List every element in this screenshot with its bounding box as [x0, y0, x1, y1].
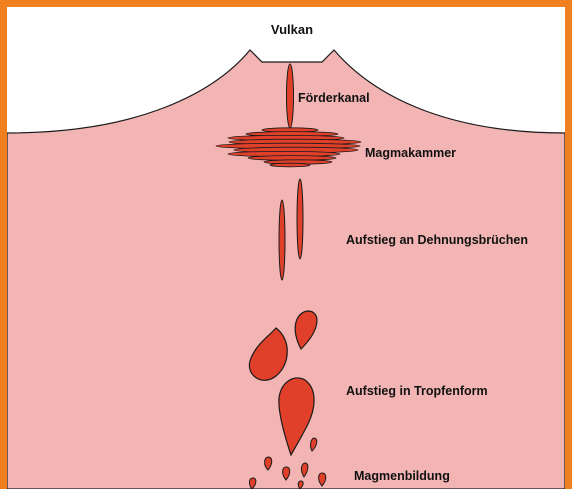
label-vulkan: Vulkan	[271, 22, 313, 37]
foerderkanal-conduit	[287, 64, 294, 128]
dike-right	[297, 179, 303, 259]
label-magmenbildung: Magmenbildung	[354, 469, 450, 483]
label-magmakammer: Magmakammer	[365, 146, 456, 160]
label-foerderkanal: Förderkanal	[298, 91, 370, 105]
label-aufstieg-dehnungsbrueche: Aufstieg an Dehnungsbrüchen	[346, 233, 528, 247]
label-aufstieg-tropfenform: Aufstieg in Tropfenform	[346, 384, 488, 398]
dike-left	[279, 200, 285, 280]
